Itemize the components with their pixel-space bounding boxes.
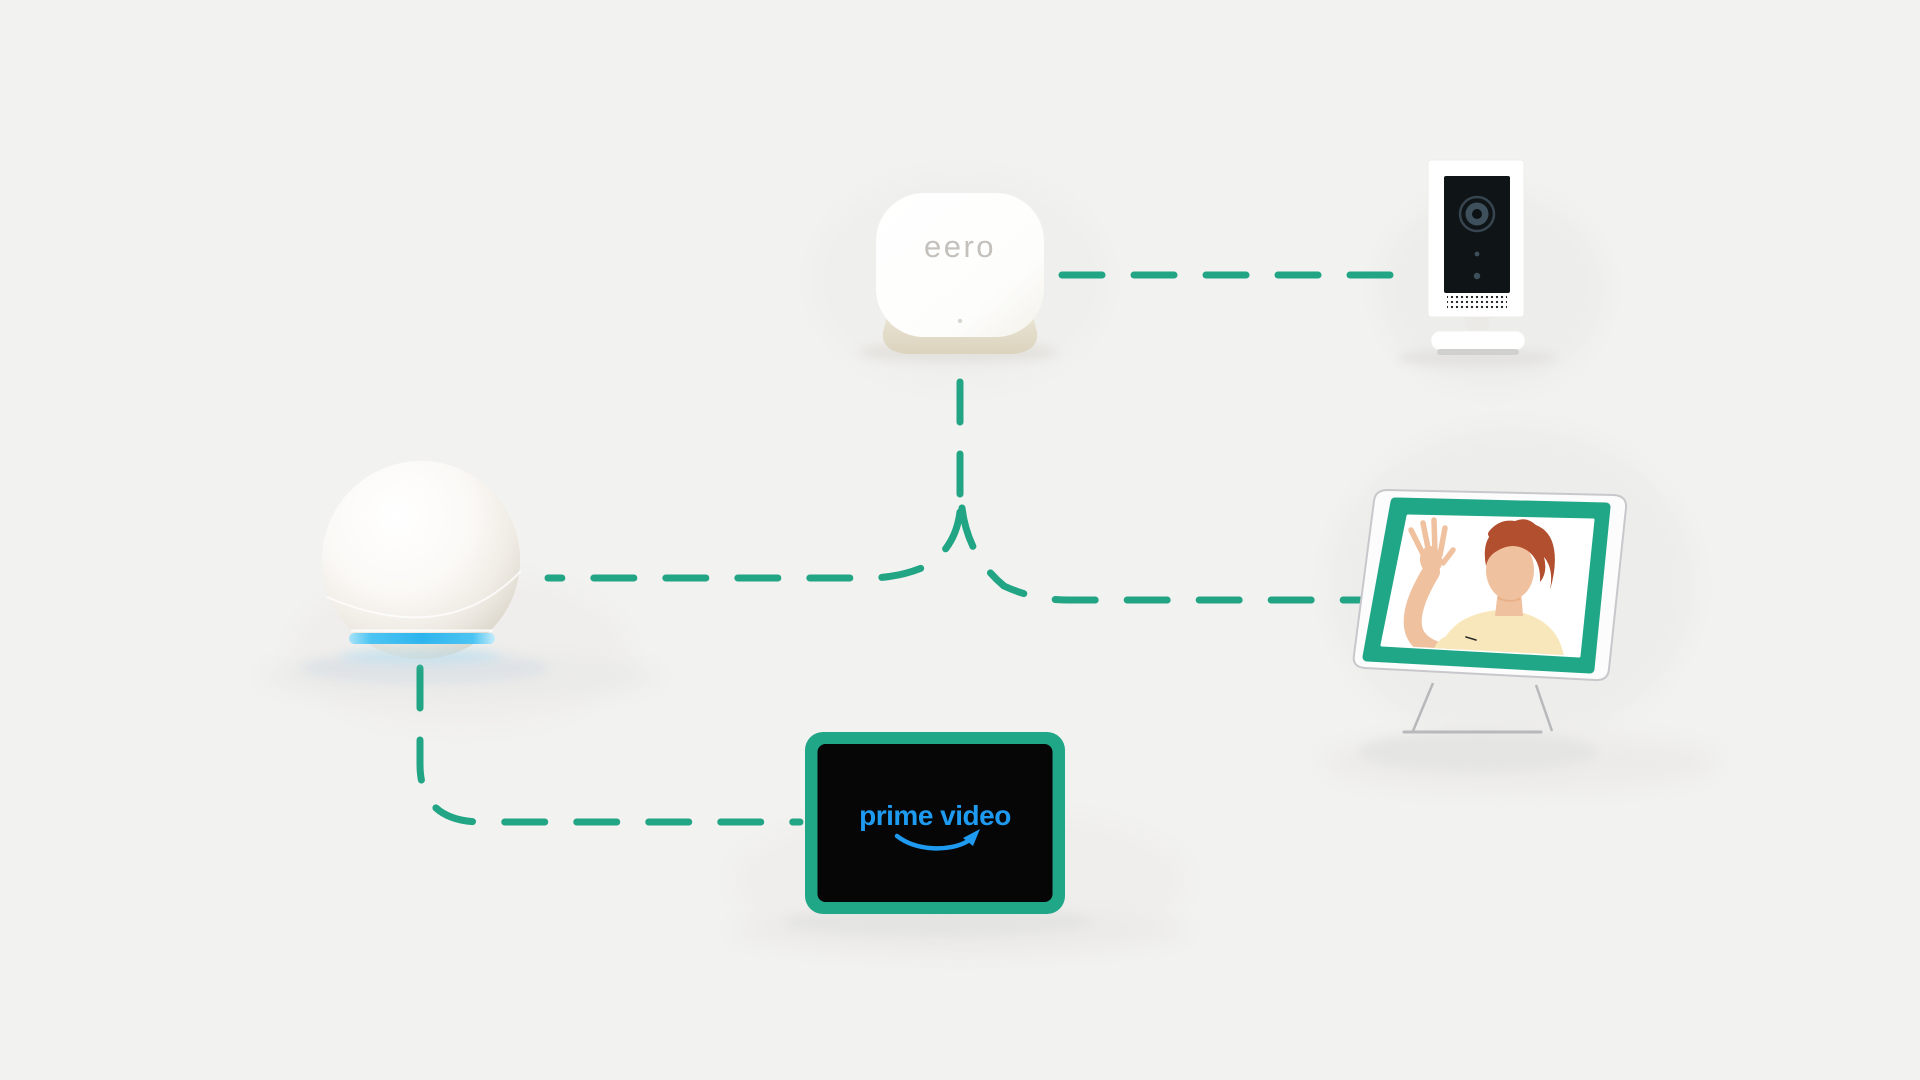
echo-dot-speaker xyxy=(322,461,522,663)
speaker-sphere xyxy=(322,461,520,659)
camera-stand-neck xyxy=(1464,317,1490,331)
camera-speaker-grille xyxy=(1447,294,1507,311)
eero-logo-text: eero xyxy=(924,229,996,264)
amazon-smile-arrow-tip xyxy=(963,829,980,846)
smart-display xyxy=(1352,488,1628,734)
display-stand xyxy=(1402,682,1554,734)
connection-speaker-tablet xyxy=(416,664,804,826)
shirt-stitch-marks xyxy=(1465,636,1541,656)
person-head xyxy=(1486,540,1534,600)
speaker-light-ring xyxy=(349,633,495,644)
person-hair xyxy=(1484,519,1555,590)
amazon-smile-icon xyxy=(894,833,971,851)
speaker-fabric-seam xyxy=(326,570,522,619)
prime-video-tablet: prime video xyxy=(805,732,1065,914)
prime-video-logo: prime video xyxy=(859,800,1012,851)
speaker-ring-glow xyxy=(341,649,501,663)
camera-lens-icon xyxy=(1458,195,1496,233)
speaker-ring-highlight xyxy=(351,629,493,632)
display-shadow xyxy=(1358,732,1598,772)
tablet-shadow xyxy=(783,908,1093,936)
prime-video-logo-text: prime video xyxy=(859,800,1011,831)
camera-button-dot xyxy=(1473,272,1481,280)
router-top-face xyxy=(876,193,1044,337)
camera-base-shadow-strip xyxy=(1437,349,1519,355)
router-status-led xyxy=(957,318,963,324)
person-hair-curl xyxy=(1488,520,1518,538)
connection-junction-speaker xyxy=(544,508,964,582)
connection-lines xyxy=(416,271,1402,826)
tablet-screen xyxy=(817,744,1053,902)
camera-led-dot xyxy=(1474,251,1480,257)
security-camera xyxy=(1427,159,1526,355)
camera-face-panel xyxy=(1444,176,1510,293)
connection-junction-display xyxy=(958,504,1372,604)
camera-stand-base xyxy=(1430,330,1526,351)
eero-router: eero xyxy=(876,193,1044,354)
